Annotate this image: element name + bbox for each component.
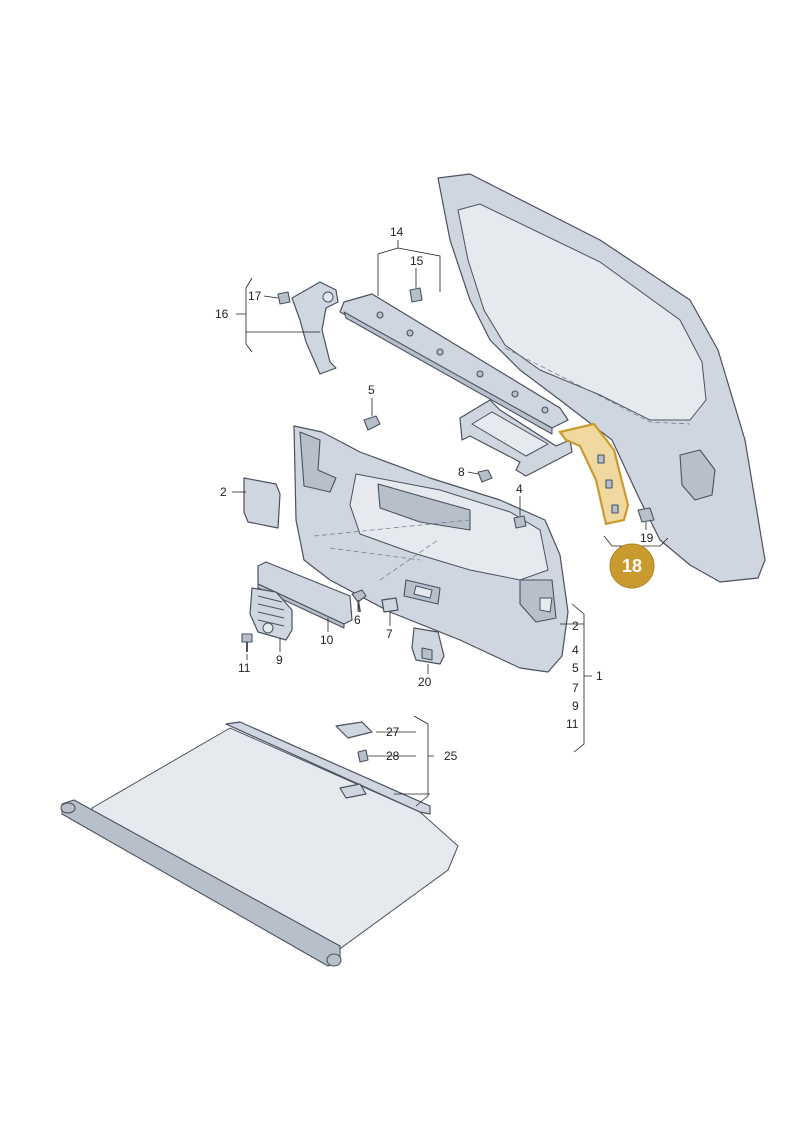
callout-17: 17 <box>248 289 262 303</box>
callout-7-lower: 7 <box>386 627 393 641</box>
callout-5-upper: 5 <box>368 383 375 397</box>
callout-14: 14 <box>390 225 404 239</box>
callout-25: 25 <box>444 749 458 763</box>
screw-6 <box>351 589 367 613</box>
callout-5-list: 5 <box>572 661 579 675</box>
clip-19 <box>637 507 655 523</box>
callout-1: 1 <box>596 669 603 683</box>
clip-15 <box>409 287 423 303</box>
cover-20 <box>411 627 445 665</box>
highlighted-side-trim-18 <box>558 422 630 526</box>
callout-4-list: 4 <box>572 643 579 657</box>
clip-5 <box>363 415 381 431</box>
highlight-badge-18: 18 <box>609 543 655 589</box>
damping-strip-10 <box>257 561 353 629</box>
callout-16: 16 <box>215 307 229 321</box>
luggage-cover-blind <box>60 721 459 967</box>
callout-20: 20 <box>418 675 432 689</box>
callout-27: 27 <box>386 725 400 739</box>
callout-11-left: 11 <box>238 661 251 675</box>
clip-4 <box>513 515 527 529</box>
callout-9-left: 9 <box>276 653 283 667</box>
clip-17 <box>277 291 291 305</box>
cover-cap-2 <box>243 477 281 529</box>
screw-8 <box>477 469 493 483</box>
callout-6: 6 <box>354 613 361 627</box>
tailgate-trim-panel <box>293 425 569 673</box>
callout-7-list: 7 <box>572 681 579 695</box>
callout-28: 28 <box>386 749 400 763</box>
callout-8: 8 <box>458 465 465 479</box>
side-trim-piece <box>291 281 339 375</box>
callout-2-left: 2 <box>220 485 227 499</box>
callout-19: 19 <box>640 531 654 545</box>
mounting-bracket <box>459 399 573 477</box>
callout-2-list: 2 <box>572 619 579 633</box>
clip-11 <box>241 633 253 652</box>
clip-7 <box>381 597 399 613</box>
callout-labels: 14 15 16 17 5 4 8 2 6 7 10 11 9 20 19 2 … <box>215 225 654 763</box>
callout-15: 15 <box>410 254 424 268</box>
callout-11-list: 11 <box>566 717 579 731</box>
callout-10: 10 <box>320 633 334 647</box>
callout-4-upper: 4 <box>516 482 523 496</box>
highlight-badge-label: 18 <box>622 556 642 576</box>
upper-trim-strip <box>339 293 569 435</box>
cover-plate-9 <box>249 587 293 641</box>
tailgate-frame <box>437 173 766 583</box>
callout-9-list: 9 <box>572 699 579 713</box>
